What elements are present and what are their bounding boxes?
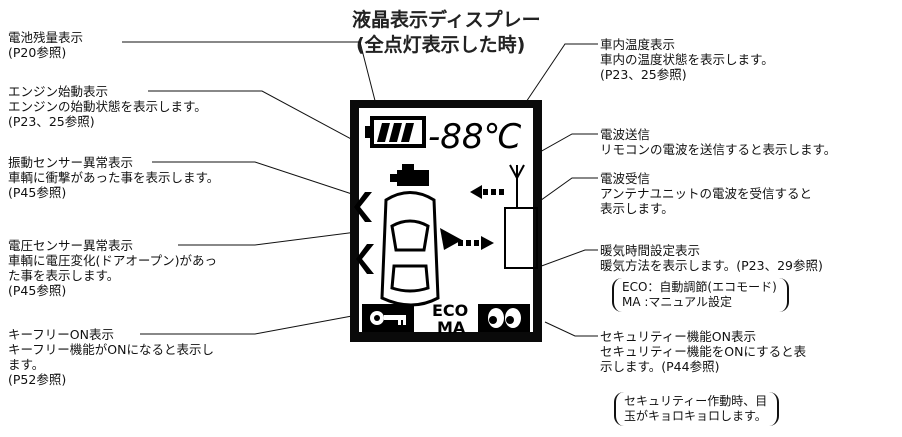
note-security-line-1: セキュリティー作動時、目 bbox=[624, 394, 768, 408]
label-battery-ref: (P20参照) bbox=[8, 45, 67, 60]
label-vibration-title: 振動センサー異常表示 bbox=[8, 155, 134, 170]
note-warmup-ma: MA :マニュアル設定 bbox=[622, 295, 733, 309]
label-temp-desc: 車内の温度状態を表示します。 bbox=[600, 52, 774, 67]
label-vibration-desc: 車輌に衝撃があった事を表示します。 bbox=[8, 170, 220, 185]
label-security-title: セキュリティー機能ON表示 bbox=[600, 329, 756, 344]
engine-icon bbox=[390, 164, 429, 186]
label-send: 電波送信 リモコンの電波を送信すると表示します。 bbox=[600, 127, 836, 157]
label-security-desc-2: 示します。(P44参照) bbox=[600, 359, 720, 374]
title-line-2: (全点灯表示した時) bbox=[356, 34, 526, 56]
label-engine-title: エンジン始動表示 bbox=[8, 84, 109, 99]
label-engine-desc: エンジンの始動状態を表示します。 bbox=[8, 99, 207, 114]
label-send-desc: リモコンの電波を送信すると表示します。 bbox=[600, 142, 837, 157]
diagram-title: 液晶表示ディスプレー (全点灯表示した時) bbox=[352, 8, 541, 58]
label-send-title: 電波送信 bbox=[600, 127, 651, 142]
note-warmup: ECO：自動調節(エコモード) MA :マニュアル設定 bbox=[612, 278, 789, 312]
label-voltage-desc-1: 車輌に電圧変化(ドアオープン)があっ bbox=[8, 253, 218, 268]
label-engine: エンジン始動表示 エンジンの始動状態を表示します。 (P23、25参照) bbox=[8, 84, 207, 129]
label-keyfree-title: キーフリーON表示 bbox=[8, 327, 114, 342]
battery-icon bbox=[365, 116, 426, 148]
leader-battery bbox=[122, 41, 383, 129]
label-keyfree: キーフリーON表示 キーフリー機能がONになると表示し ます。 (P52参照) bbox=[8, 327, 214, 387]
leader-keyfree bbox=[140, 315, 353, 335]
note-security: セキュリティー作動時、目 玉がキョロキョロします。 bbox=[614, 392, 780, 426]
label-voltage-desc-2: た事を表示します。 bbox=[8, 268, 120, 283]
leader-vibration bbox=[152, 161, 356, 196]
label-temp: 車内温度表示 車内の温度状態を表示します。 (P23、25参照) bbox=[600, 37, 774, 82]
label-receive: 電波受信 アンテナユニットの電波を受信すると 表示します。 bbox=[600, 171, 812, 216]
note-warmup-eco: ECO：自動調節(エコモード) bbox=[622, 280, 777, 294]
label-warmup: 暖気時間設定表示 暖気方法を表示します。(P23、29参照) bbox=[600, 243, 823, 273]
label-warmup-desc: 暖気方法を表示します。(P23、29参照) bbox=[600, 258, 823, 273]
receive-arrow-icon bbox=[458, 236, 494, 250]
antenna-icon bbox=[504, 164, 538, 269]
label-temp-ref: (P23、25参照) bbox=[600, 67, 687, 82]
voltage-icon bbox=[440, 228, 462, 250]
label-receive-desc-2: 表示します。 bbox=[600, 201, 674, 216]
car-icon bbox=[380, 191, 440, 307]
label-battery-title: 電池残量表示 bbox=[8, 30, 84, 45]
note-security-line-2: 玉がキョロキョロします。 bbox=[624, 409, 767, 423]
leader-security bbox=[544, 321, 598, 337]
label-voltage-ref: (P45参照) bbox=[8, 283, 67, 298]
leader-temp bbox=[521, 43, 598, 109]
ma-label: MA bbox=[437, 318, 466, 337]
label-security: セキュリティー機能ON表示 セキュリティー機能をONにすると表 示します。(P4… bbox=[600, 329, 806, 374]
send-arrow-icon bbox=[470, 185, 504, 199]
label-warmup-title: 暖気時間設定表示 bbox=[600, 243, 701, 258]
label-temp-title: 車内温度表示 bbox=[600, 37, 676, 52]
label-voltage-title: 電圧センサー異常表示 bbox=[8, 238, 134, 253]
label-keyfree-desc-1: キーフリー機能がONになると表示し bbox=[8, 342, 214, 357]
label-receive-desc-1: アンテナユニットの電波を受信すると bbox=[600, 186, 813, 201]
label-vibration-ref: (P45参照) bbox=[8, 185, 67, 200]
label-engine-ref: (P23、25参照) bbox=[8, 114, 95, 129]
label-voltage: 電圧センサー異常表示 車輌に電圧変化(ドアオープン)があっ た事を表示します。 … bbox=[8, 238, 217, 298]
vibration-icon bbox=[354, 192, 374, 274]
label-receive-title: 電波受信 bbox=[600, 171, 651, 186]
label-vibration: 振動センサー異常表示 車輌に衝撃があった事を表示します。 (P45参照) bbox=[8, 155, 219, 200]
label-battery: 電池残量表示 (P20参照) bbox=[8, 30, 83, 60]
label-security-desc-1: セキュリティー機能をONにすると表 bbox=[600, 344, 807, 359]
label-keyfree-ref: (P52参照) bbox=[8, 372, 67, 387]
eyes-icon bbox=[478, 304, 530, 332]
temp-readout: -88℃ bbox=[428, 117, 522, 157]
title-line-1: 液晶表示ディスプレー bbox=[352, 9, 541, 31]
label-keyfree-desc-2: ます。 bbox=[8, 357, 45, 372]
key-icon bbox=[362, 304, 414, 332]
eco-label: ECO bbox=[432, 301, 468, 320]
